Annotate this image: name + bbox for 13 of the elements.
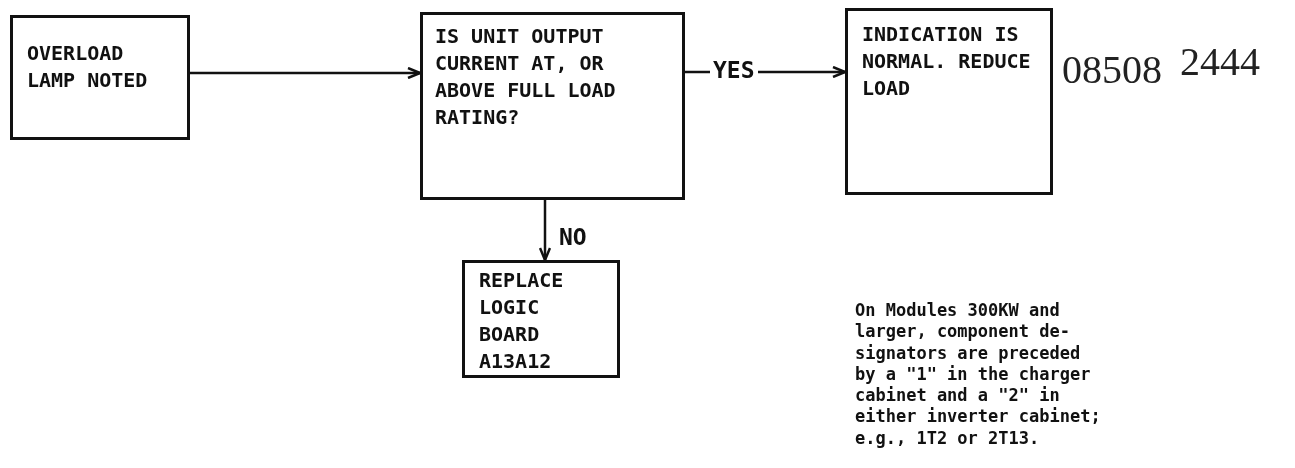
arrow xyxy=(538,200,552,262)
document-number: 2444 xyxy=(1180,38,1260,85)
document-number: 08508 xyxy=(1062,46,1162,93)
box-text: OVERLOAD LAMP NOTED xyxy=(27,40,149,94)
note-text: On Modules 300KW and larger, component de- signators are preceded by a "1" in the charger cabinet and a "2" in either inverter cabinet; e.g., 1T2 or 2T13. xyxy=(855,300,1102,449)
process-box xyxy=(845,8,1053,195)
arrow xyxy=(190,66,422,80)
box-text: INDICATION IS NORMAL. REDUCE LOAD xyxy=(862,21,1032,102)
process-box xyxy=(420,12,685,200)
process-box xyxy=(10,15,190,140)
box-text: REPLACE LOGIC BOARD A13A12 xyxy=(479,267,565,375)
box-text: IS UNIT OUTPUT CURRENT AT, OR ABOVE FULL LOAD RATING? xyxy=(435,23,617,131)
process-box xyxy=(462,260,620,378)
